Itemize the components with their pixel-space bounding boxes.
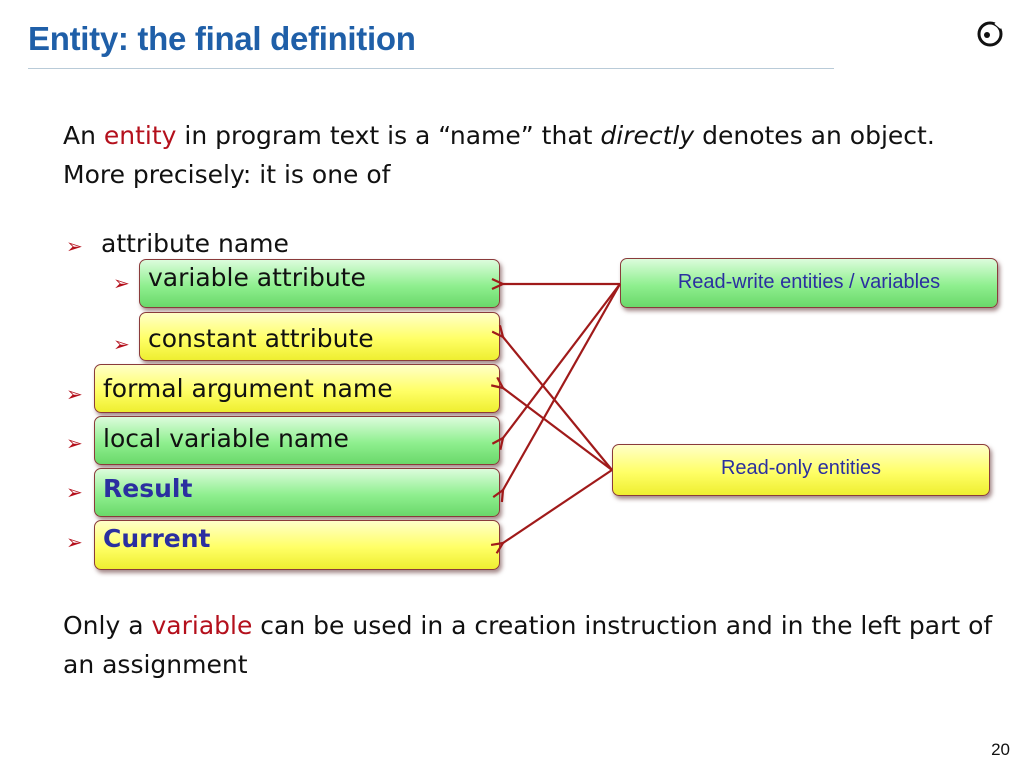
read-write-label-box: Read-write entities / variables (620, 258, 998, 308)
local-variable-box: local variable name (94, 416, 500, 465)
outro-text-2: can be used in a creation instruction an… (63, 611, 993, 679)
variable-attribute-box: variable attribute (139, 259, 500, 308)
intro-paragraph: An entity in program text is a “name” th… (63, 116, 943, 194)
eiffel-logo-icon (977, 20, 1004, 47)
read-only-label-box: Read-only entities (612, 444, 990, 496)
connector-constant-attribute (503, 337, 613, 471)
outro-text-1: Only a (63, 611, 152, 640)
arrowhead-bullet-icon: ➢ (66, 382, 83, 406)
formal-argument-box: formal argument name (94, 364, 500, 413)
result-keyword: Result (103, 474, 193, 503)
variable-word: variable (151, 611, 253, 640)
arrowhead-bullet-icon: ➢ (113, 332, 130, 356)
intro-text-2: in program text is a “name” that (176, 121, 601, 150)
intro-text-1: An (63, 121, 104, 150)
slide-title: Entity: the final definition (28, 20, 416, 57)
arrowhead-bullet-icon: ➢ (113, 271, 130, 295)
connector-formal-argument (503, 388, 613, 471)
connector-current (503, 469, 613, 543)
arrowhead-bullet-icon: ➢ (66, 480, 83, 504)
intro-text-3: denotes an object. More precisely: it is… (63, 121, 935, 189)
current-keyword: Current (103, 524, 211, 553)
title-rule (28, 68, 834, 69)
constant-attribute-box: constant attribute (139, 312, 500, 361)
arrowhead-bullet-icon: ➢ (66, 431, 83, 455)
attribute-name-item: attribute name (101, 229, 289, 258)
connector-result (503, 283, 621, 490)
current-box: Current (94, 520, 500, 570)
arrowhead-bullet-icon: ➢ (66, 530, 83, 554)
result-box: Result (94, 468, 500, 517)
arrowhead-bullet-icon: ➢ (66, 234, 83, 258)
outro-paragraph: Only a variable can be used in a creatio… (63, 606, 1003, 684)
connector-local-variable (503, 283, 621, 438)
entity-word: entity (103, 121, 177, 150)
page-number: 20 (991, 740, 1010, 759)
directly-word: directly (600, 121, 695, 150)
